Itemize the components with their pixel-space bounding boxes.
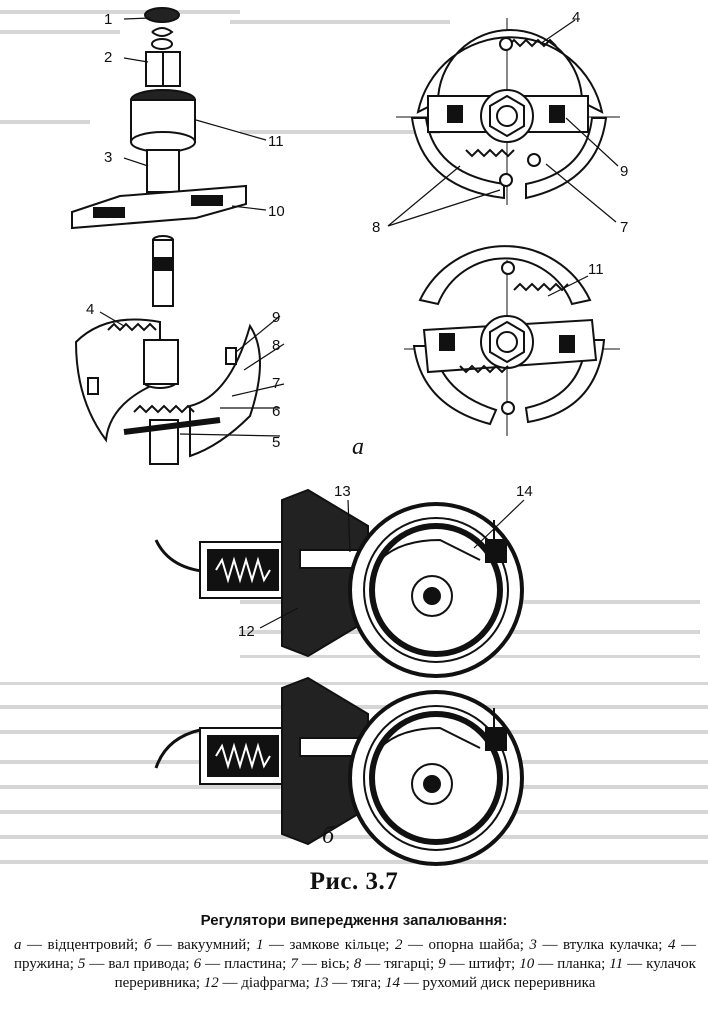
legend-text: — замкове кільце;	[263, 937, 395, 953]
legend-key: 2	[394, 937, 403, 953]
legend-item: 4 — пружина;	[14, 937, 696, 972]
legend-item: 9 — штифт;	[438, 956, 519, 972]
sublabel-b: б	[322, 823, 335, 849]
legend-item: а — відцентровий;	[14, 937, 144, 953]
legend-item: 11 — кулачок переривника;	[115, 956, 696, 991]
legend-key: 9	[438, 956, 446, 972]
legend-text: — тяга;	[328, 975, 386, 991]
callout-5: 5	[272, 434, 280, 451]
callout-7b: 7	[620, 219, 628, 236]
callout-10: 10	[268, 203, 285, 220]
callout-labels: 1 2 3 4 5 6 7 8 9 10 11 4 9 7 8 11 12 13…	[86, 9, 628, 640]
legend-text: — тягарці;	[361, 956, 439, 972]
legend-key: 5	[77, 956, 86, 972]
legend-item: 8 — тягарці;	[354, 956, 438, 972]
legend-key: 8	[353, 956, 362, 972]
legend-item: 10 — планка;	[519, 956, 609, 972]
legend-key: 14	[385, 975, 401, 991]
legend-item: 6 — пластина;	[194, 956, 291, 972]
callout-12: 12	[238, 623, 255, 640]
callout-8b: 8	[372, 219, 380, 236]
callout-1: 1	[104, 11, 112, 28]
callout-14: 14	[516, 483, 533, 500]
legend-key: 6	[193, 956, 202, 972]
legend-key: 4	[668, 937, 676, 953]
weight-assembly-top	[396, 18, 620, 205]
callout-11b: 11	[588, 261, 604, 278]
legend-text: — пружина;	[14, 937, 697, 972]
caption-title: Регулятори випередження запалювання:	[200, 912, 508, 929]
legend-text: — відцентровий;	[21, 937, 144, 953]
legend-key: б	[143, 937, 152, 953]
legend-item: 3 — втулка кулачка;	[529, 937, 668, 953]
vacuum-regulator-1	[154, 488, 524, 678]
legend-text: — планка;	[534, 956, 610, 972]
callout-7a: 7	[272, 375, 280, 392]
legend-text: — рухомий диск переривника	[400, 975, 596, 991]
callout-3: 3	[104, 149, 112, 166]
legend-text: — опорна шайба;	[402, 937, 530, 953]
legend-item: 2 — опорна шайба;	[395, 937, 529, 953]
legend-item: 1 — замкове кільце;	[256, 937, 395, 953]
legend-text: — кулачок переривника;	[114, 956, 696, 991]
vacuum-regulator-2	[154, 676, 524, 866]
legend-key: 3	[529, 937, 537, 953]
legend-key: а	[14, 937, 22, 953]
legend-key: 13	[313, 975, 329, 991]
legend-item: б — вакуумний;	[144, 937, 256, 953]
legend-item: 13 — тяга;	[314, 975, 385, 991]
callout-2: 2	[104, 49, 112, 66]
legend-key: 10	[519, 956, 535, 972]
legend-key: 11	[609, 956, 624, 972]
legend-text: — вал привода;	[85, 956, 194, 972]
legend-text: — вакуумний;	[151, 937, 256, 953]
legend-text: — вісь;	[297, 956, 354, 972]
callout-4a: 4	[86, 301, 94, 318]
legend-text: — втулка кулачка;	[536, 937, 668, 953]
sublabel-a: а	[352, 434, 364, 460]
legend-key: 12	[203, 975, 219, 991]
legend-item: 5 — вал привода;	[78, 956, 194, 972]
legend-key: 1	[255, 937, 264, 953]
legend-key: 7	[290, 956, 298, 972]
legend-item: 12 — діафрагма;	[204, 975, 314, 991]
leader-lines	[99, 17, 619, 629]
legend-item: 7 — вісь;	[290, 956, 353, 972]
callout-9b: 9	[620, 163, 628, 180]
figure-number: Рис. 3.7	[309, 868, 399, 895]
weight-assembly-deflected	[404, 245, 620, 436]
callout-13: 13	[334, 483, 351, 500]
callout-9a: 9	[272, 309, 280, 326]
legend-text: — пластина;	[201, 956, 291, 972]
caption-legend: а — відцентровий; б — вакуумний; 1 — зам…	[14, 936, 696, 993]
callout-11a: 11	[268, 133, 284, 150]
legend-item: 14 — рухомий диск переривника	[385, 975, 595, 991]
callout-6: 6	[272, 403, 280, 420]
exploded-assembly	[71, 7, 261, 465]
legend-text: — діафрагма;	[218, 975, 314, 991]
callout-4b: 4	[572, 9, 580, 26]
legend-text: — штифт;	[445, 956, 520, 972]
callout-8a: 8	[272, 337, 280, 354]
